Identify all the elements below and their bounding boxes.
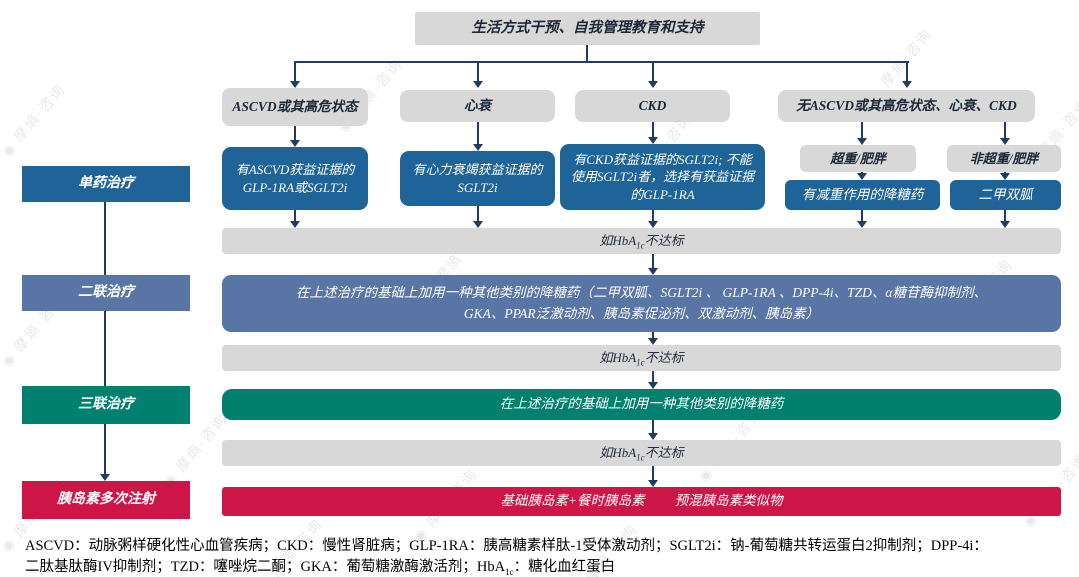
condition-no-comorbidity: 无ASCVD或其高危状态、心衰、CKD [778, 90, 1035, 122]
mono-ascvd-drug-box: 有ASCVD获益证据的GLP-1RA或SGLT2i [222, 147, 368, 210]
connector-line [906, 62, 908, 83]
stage-triple-therapy: 三联治疗 [22, 386, 190, 424]
arrowhead-icon [290, 221, 300, 228]
abbreviation-note-line2: 二肽基肽酶IV抑制剂；TZD：噻唑烷二酮；GKA：葡萄糖激酶激活剂；HbA1c：… [25, 559, 616, 577]
lifestyle-box: 生活方式干预、自我管理教育和支持 [415, 12, 760, 45]
branch-non-overweight: 非超重/肥胖 [947, 145, 1061, 172]
hba1c-not-met-bar-2: 如HbA1c不达标 [222, 345, 1061, 371]
connector-line [1004, 210, 1006, 223]
connector-line [294, 126, 296, 142]
connector-line [1004, 122, 1006, 140]
arrowhead-icon [648, 137, 658, 144]
dual-therapy-line1: 在上述治疗的基础上加用一种其他类别的降糖药（二甲双胍、SGLT2i 、 GLP-… [296, 284, 987, 300]
abbreviation-note: ASCVD：动脉粥样硬化性心血管疾病；CKD：慢性肾脏病；GLP-1RA：胰高糖… [25, 536, 1065, 577]
condition-ascvd: ASCVD或其高危状态 [222, 88, 368, 126]
condition-heart-failure: 心衰 [400, 90, 555, 122]
connector-line [104, 202, 106, 275]
connector-line [294, 62, 296, 83]
moxiang-watermark: ◉ 摩熵·咨询 [0, 79, 70, 161]
arrowhead-icon [290, 140, 300, 147]
arrowhead-icon [473, 144, 483, 151]
mono-metformin-box: 二甲双胍 [950, 180, 1061, 210]
arrowhead-icon [857, 173, 867, 180]
connector-line [104, 311, 106, 386]
connector-line [861, 122, 863, 140]
connector-line [652, 466, 654, 482]
hba1c-text: 如HbA1c不达标 [599, 233, 684, 251]
condition-ckd: CKD [575, 90, 730, 122]
arrowhead-icon [857, 138, 867, 145]
stage-monotherapy: 单药治疗 [22, 166, 190, 202]
dual-therapy-line2: GKA、PPAR泛激动剂、胰岛素促泌剂、双激动剂、胰岛素） [463, 305, 820, 321]
connector-line [652, 122, 654, 139]
triple-therapy-box: 在上述治疗的基础上加用一种其他类别的降糖药 [222, 389, 1061, 420]
arrowhead-icon [902, 81, 912, 88]
connector-line [586, 45, 588, 62]
connector-line [477, 62, 479, 83]
insulin-option-premixed: 预混胰岛素类似物 [674, 493, 783, 509]
watermark-text: 摩熵·咨询 [12, 81, 70, 146]
arrowhead-icon [473, 81, 483, 88]
connector-line [477, 122, 479, 146]
arrowhead-icon [473, 221, 483, 228]
stage-insulin-injection: 胰岛素多次注射 [22, 481, 190, 519]
hba1c-not-met-bar-3: 如HbA1c不达标 [222, 440, 1061, 466]
arrowhead-icon [648, 221, 658, 228]
moxiang-logo-icon: ◉ [0, 345, 24, 371]
hba1c-not-met-bar-1: 如HbA1c不达标 [222, 228, 1061, 254]
arrowhead-icon [648, 338, 658, 345]
hba1c-text: 如HbA1c不达标 [599, 445, 684, 463]
moxiang-logo-icon: ◉ [0, 530, 24, 556]
arrowhead-icon [648, 480, 658, 487]
arrowhead-icon [857, 221, 867, 228]
arrowhead-icon [648, 268, 658, 275]
connector-line [104, 424, 106, 476]
insulin-options-box: 基础胰岛素+餐时胰岛素 预混胰岛素类似物 [222, 487, 1061, 516]
mono-hf-drug-box: 有心力衰竭获益证据的SGLT2i [400, 151, 555, 206]
stage-dual-therapy: 二联治疗 [22, 275, 190, 311]
connector-line [861, 210, 863, 223]
connector-line [477, 206, 479, 223]
dual-therapy-box: 在上述治疗的基础上加用一种其他类别的降糖药（二甲双胍、SGLT2i 、 GLP-… [222, 275, 1061, 332]
arrowhead-icon [1000, 173, 1010, 180]
arrowhead-icon [1000, 138, 1010, 145]
moxiang-logo-icon: ◉ [0, 135, 24, 161]
arrowhead-icon [648, 81, 658, 88]
connector-line [652, 371, 654, 384]
mono-weightloss-drug-box: 有减重作用的降糖药 [785, 180, 940, 210]
arrowhead-icon [1000, 221, 1010, 228]
connector-line [652, 420, 654, 435]
connector-line [652, 332, 654, 340]
hba1c-text: 如HbA1c不达标 [599, 350, 684, 368]
mono-ckd-drug-box: 有CKD获益证据的SGLT2i; 不能使用SGLT2i者，选择有获益证据的GLP… [560, 144, 765, 210]
connector-line [652, 62, 654, 83]
arrowhead-icon [648, 382, 658, 389]
branch-overweight: 超重/肥胖 [800, 145, 916, 172]
connector-line [294, 61, 909, 63]
connector-line [652, 210, 654, 223]
arrowhead-icon [290, 81, 300, 88]
arrowhead-icon [100, 474, 110, 481]
connector-line [652, 254, 654, 270]
abbreviation-note-line1: ASCVD：动脉粥样硬化性心血管疾病；CKD：慢性肾脏病；GLP-1RA：胰高糖… [25, 538, 988, 554]
insulin-option-basal-bolus: 基础胰岛素+餐时胰岛素 [500, 493, 645, 509]
connector-line [294, 210, 296, 223]
arrowhead-icon [648, 433, 658, 440]
